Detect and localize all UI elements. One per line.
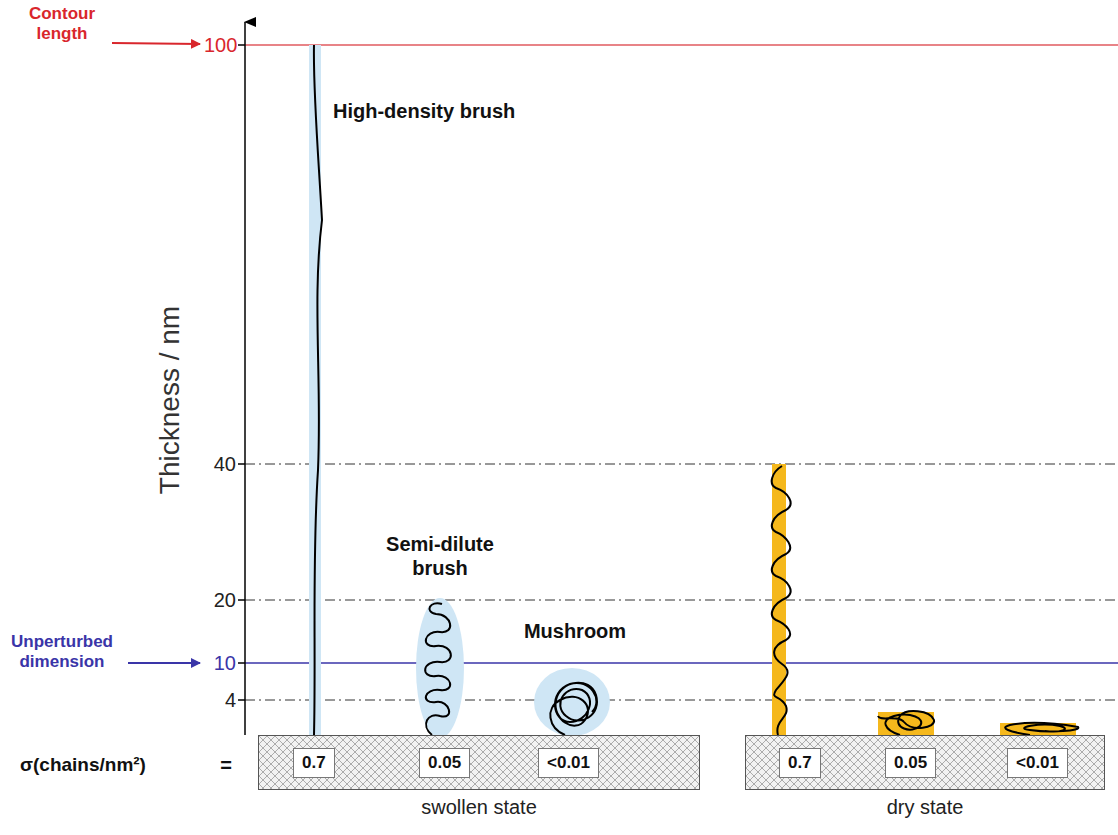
density-value: 0.7 (302, 753, 326, 773)
contour-line (245, 44, 1118, 46)
density-box: 0.7 (293, 748, 335, 778)
solvent-halo (309, 45, 321, 735)
polymer-chain (550, 683, 597, 735)
diagram-label: 100 (204, 33, 237, 57)
polymer-chain (314, 45, 322, 735)
y-axis (244, 22, 246, 735)
density-box: 0.7 (779, 748, 821, 778)
density-value: 0.05 (428, 753, 461, 773)
diagram-label: Mushroom (524, 619, 626, 643)
density-box: <0.01 (1007, 748, 1068, 778)
diagram-label: 40 (214, 452, 236, 476)
pointer-arrow (128, 662, 200, 664)
diagram-label: High-density brush (333, 99, 515, 123)
density-value: <0.01 (1016, 753, 1059, 773)
axis-ticks (238, 45, 245, 700)
polymer-chain (878, 711, 934, 735)
substrate: dry state0.70.05<0.01 (745, 735, 1105, 790)
density-value: <0.01 (547, 753, 590, 773)
guide-lines (245, 464, 1118, 700)
pointer-arrow (112, 43, 200, 44)
polymer-chain (1005, 723, 1078, 735)
density-box: 0.05 (419, 748, 470, 778)
state-caption: swollen state (259, 796, 699, 819)
dry-layer (878, 712, 934, 735)
density-value: 0.7 (788, 753, 812, 773)
polymer-chain (772, 466, 791, 735)
diagram-label: σ(chains/nm²) (20, 754, 146, 777)
diagram-label: 10 (214, 651, 236, 675)
diagram-label: Unperturbed dimension (2, 632, 122, 673)
diagram-label: Contour length (16, 4, 108, 45)
solvent-halo (534, 668, 610, 736)
substrate: swollen state0.70.05<0.01 (258, 735, 700, 790)
polymer-chain (425, 603, 451, 735)
density-box: 0.05 (885, 748, 936, 778)
state-caption: dry state (746, 796, 1104, 819)
density-value: 0.05 (894, 753, 927, 773)
diagram-label: Semi-dilute brush (385, 532, 495, 580)
diagram-label: = (220, 753, 232, 777)
diagram-label: 20 (214, 588, 236, 612)
density-box: <0.01 (538, 748, 599, 778)
unperturbed-line (245, 662, 1118, 664)
solvent-halo (416, 598, 464, 738)
axis-title: Thickness / nm (153, 306, 187, 494)
diagram-label: 4 (225, 688, 236, 712)
